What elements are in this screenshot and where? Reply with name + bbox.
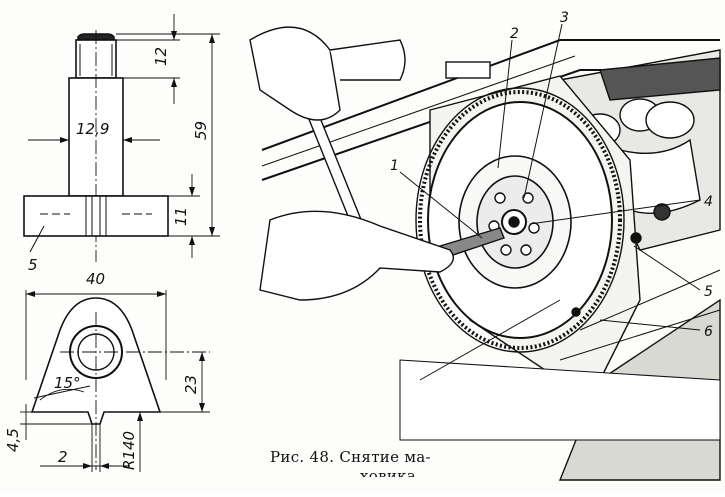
caption-line-2: ховика xyxy=(360,467,417,477)
caption-line-1: Рис. 48. Снятие ма- xyxy=(270,448,431,466)
dim-shaft-diameter: 12,9 xyxy=(76,120,109,138)
callout-4: 4 xyxy=(704,194,713,210)
part-number-label: 5 xyxy=(28,256,38,274)
dim-notch-depth: 4,5 xyxy=(4,428,22,452)
callout-1: 1 xyxy=(390,158,399,174)
dim-radius: R140 xyxy=(120,431,138,470)
dim-angle: 15° xyxy=(54,374,81,392)
dim-notch-width: 2 xyxy=(58,448,68,466)
callout-2: 2 xyxy=(510,26,519,42)
callout-3: 3 xyxy=(560,10,569,26)
flywheel-illustration xyxy=(249,23,721,481)
figure-caption: Рис. 48. Снятие ма- ховика xyxy=(270,448,530,477)
dim-height-lower: 23 xyxy=(182,375,200,394)
technical-drawing xyxy=(20,14,220,472)
callout-6: 6 xyxy=(704,324,713,340)
dim-base-height: 11 xyxy=(172,207,190,226)
dim-width: 40 xyxy=(86,270,105,288)
drawing-dimension-labels: 12 59 12,9 11 5 40 23 15° 4,5 2 R140 xyxy=(4,47,210,470)
dim-top-height: 12 xyxy=(152,47,170,66)
callout-5: 5 xyxy=(704,284,713,300)
dim-total-height: 59 xyxy=(192,121,210,140)
illustration-callouts: 1 2 3 4 5 6 xyxy=(390,10,713,340)
